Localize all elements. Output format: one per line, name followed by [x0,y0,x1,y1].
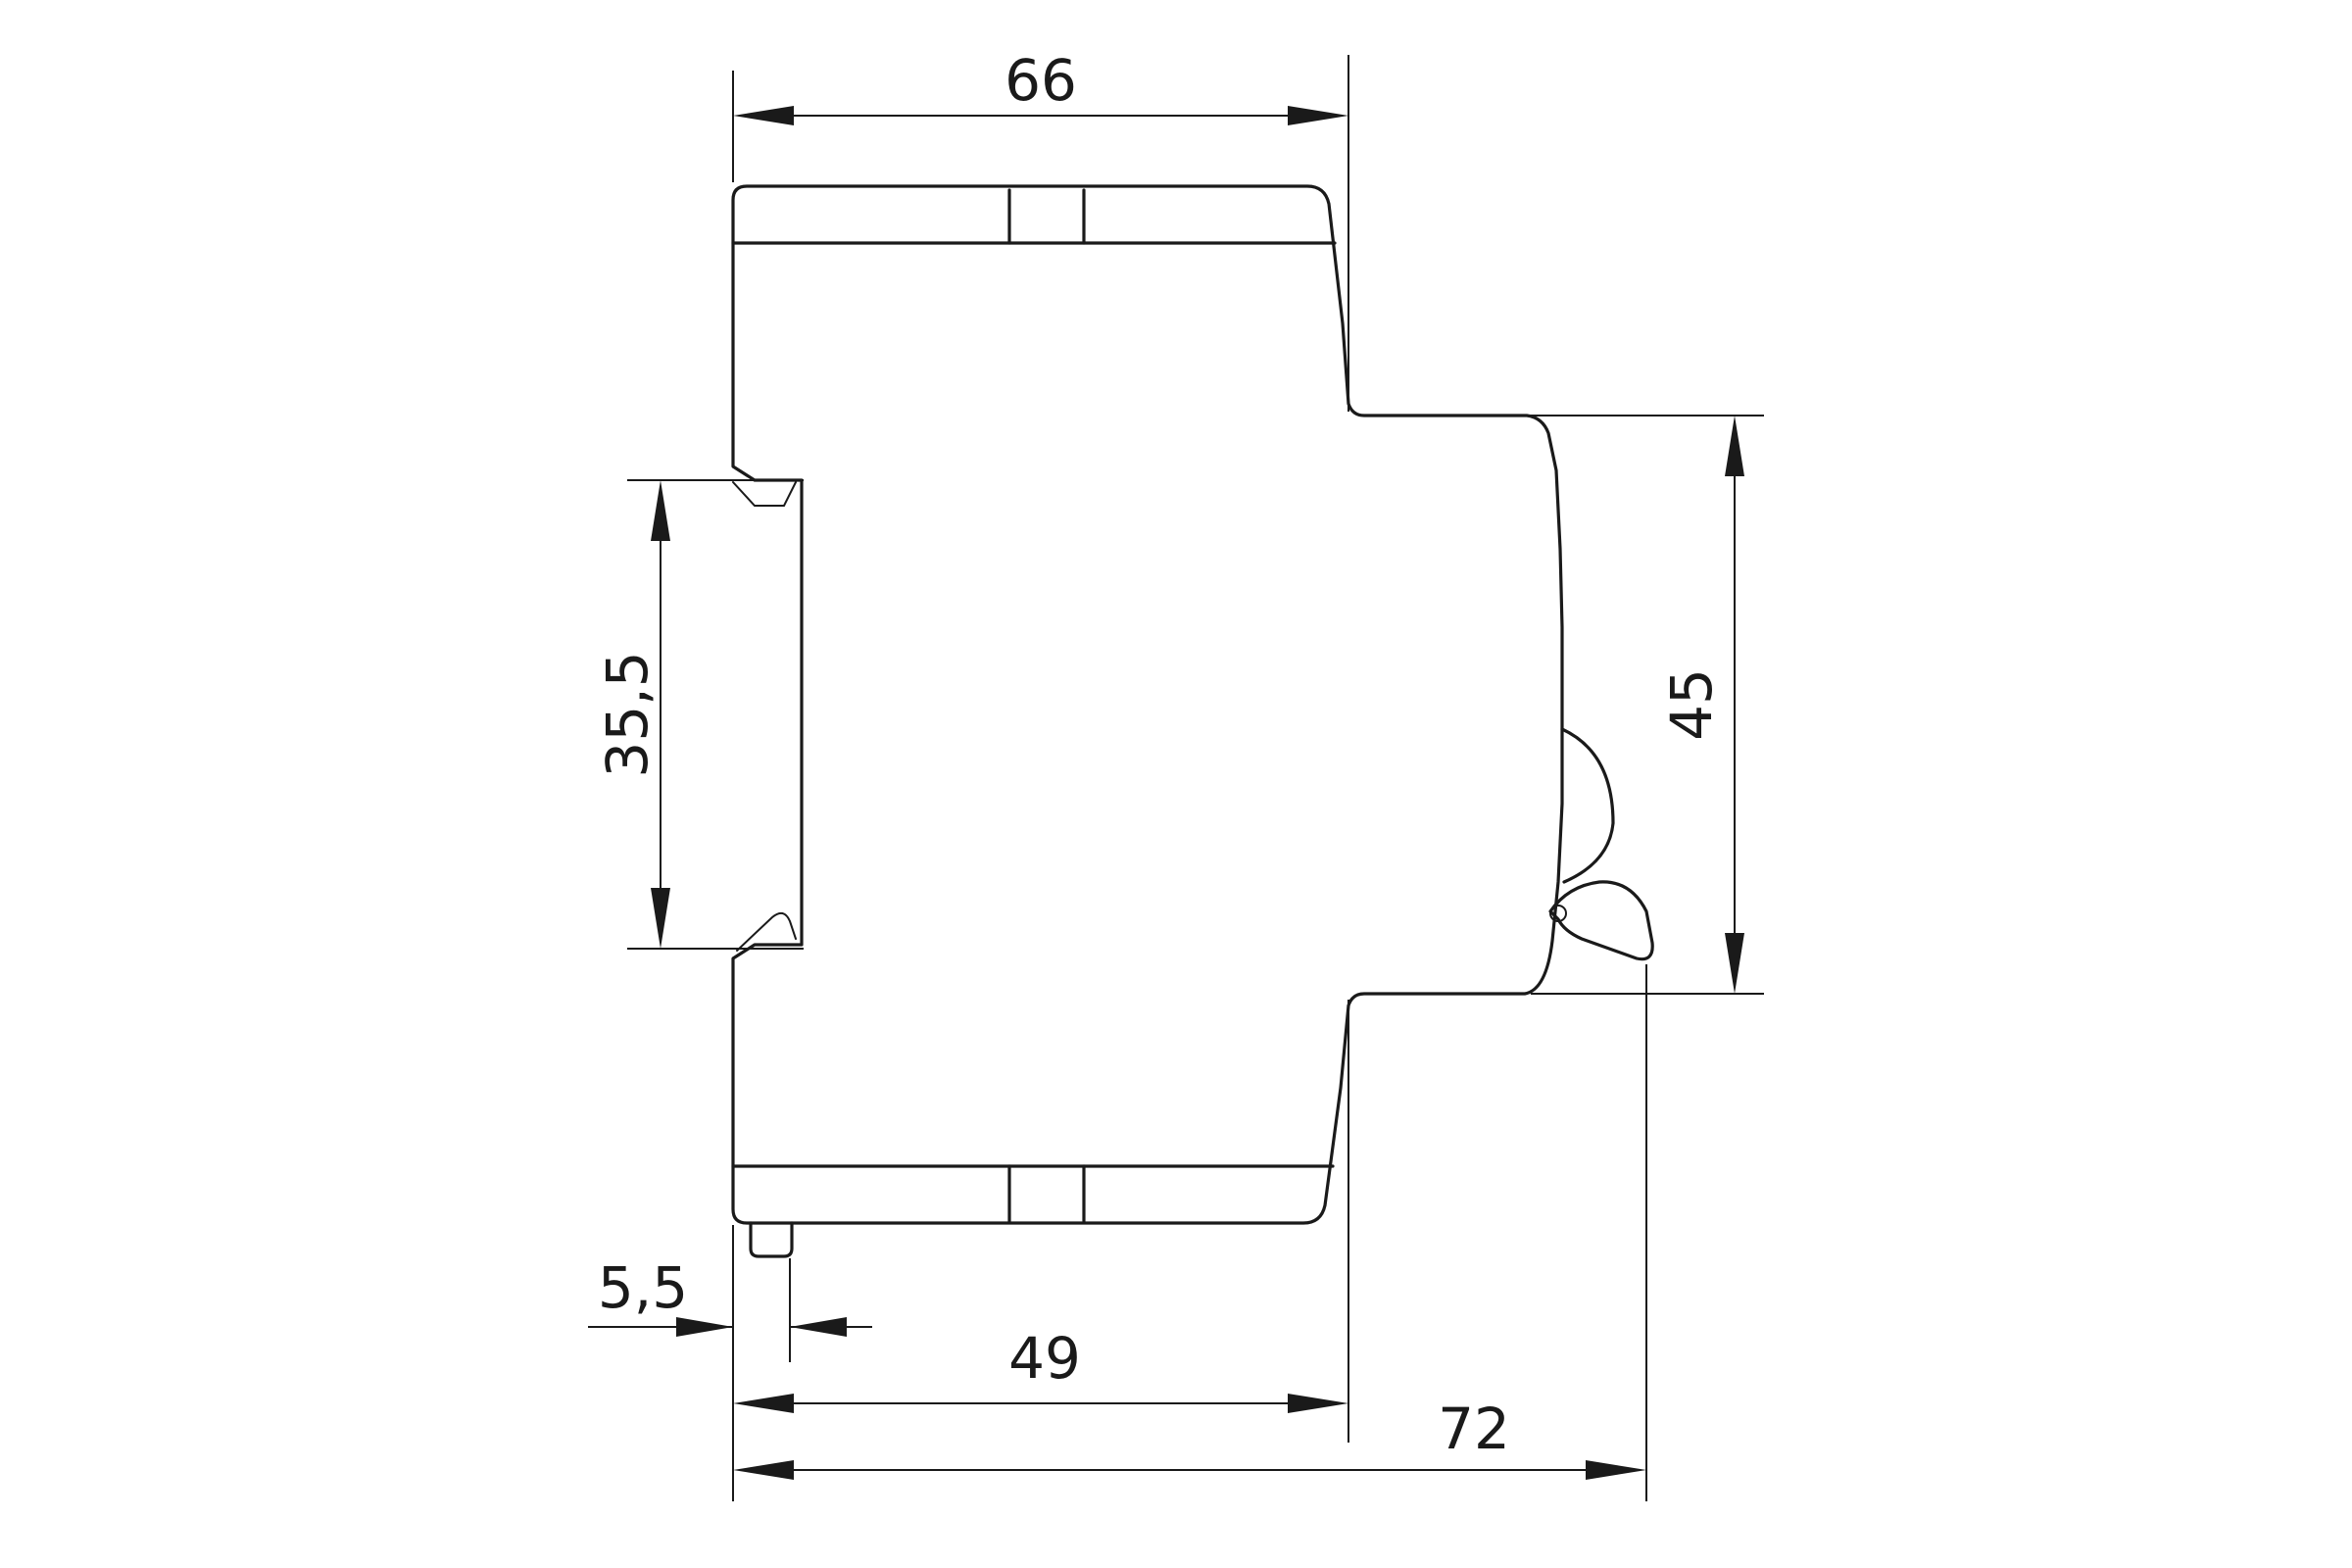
dimension-total-depth: 72 [733,1396,1646,1480]
operating-lever [1548,880,1654,961]
dimension-label-total-depth: 72 [1438,1396,1510,1462]
dimension-top-width: 66 [733,47,1348,125]
dimension-terminal-offset: 5,5 [588,1254,872,1337]
upper-clip-detail [732,481,797,507]
dimension-label-din-rail-height: 35,5 [594,651,661,777]
dimension-base-depth: 49 [733,1325,1348,1413]
dimension-front-height: 45 [1658,416,1744,994]
dimension-label-base-depth: 49 [1008,1325,1081,1392]
dimension-label-front-height: 45 [1658,668,1725,741]
extension-lines [627,55,1764,1501]
dimension-label-terminal-offset: 5,5 [598,1254,688,1321]
indicator-dome [1560,727,1615,884]
lower-clip-detail [736,911,797,952]
dimension-label-top-width: 66 [1004,47,1077,114]
breaker-side-profile [731,184,1654,1258]
terminal-screw [749,1221,794,1258]
lever-pivot [1549,905,1567,922]
breaker-body-outline [731,184,1564,1225]
dimension-din-rail-height: 35,5 [594,480,670,949]
